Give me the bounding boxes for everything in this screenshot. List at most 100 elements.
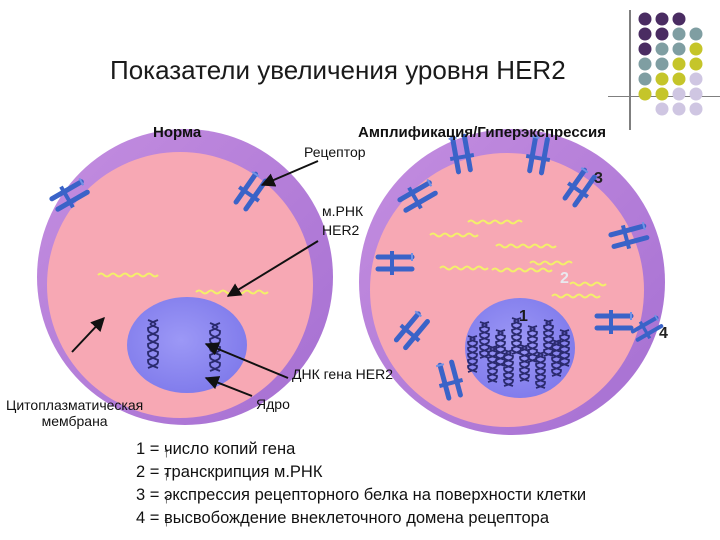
receptor-icon xyxy=(49,177,90,212)
receptor-icon xyxy=(630,314,664,342)
legend-text: высвобождение внеклеточного домена рецеп… xyxy=(163,509,550,527)
decor-dot xyxy=(689,102,703,116)
marker-4: 4 xyxy=(659,325,668,342)
dna-helix xyxy=(487,345,498,383)
decor-dot xyxy=(655,42,669,56)
receptor-icon xyxy=(397,178,438,213)
page-title: Показатели увеличения уровня HER2 xyxy=(110,55,566,85)
mrna-strand xyxy=(97,272,159,278)
decor-dot xyxy=(655,57,669,71)
nucleus-arrow xyxy=(204,376,253,397)
legend-item-4: 4 = высвобождение внеклеточного домена р… xyxy=(136,507,586,533)
decor-dot xyxy=(638,87,652,101)
mrna-strand xyxy=(529,260,573,266)
label-receptor: Рецептор xyxy=(304,144,366,160)
decor-dot xyxy=(655,87,669,101)
label-membrane-line1: Цитоплазматическая xyxy=(6,397,144,413)
decor-dot-grid xyxy=(638,12,703,116)
legend: 1 = число копий гена 2 = транскрипция м.… xyxy=(136,438,587,533)
dna-helices xyxy=(147,317,570,389)
decor-dot xyxy=(689,42,703,56)
label-membrane-line2: мембрана xyxy=(41,413,108,429)
receptor-icon xyxy=(562,167,597,208)
decor-dot xyxy=(672,87,686,101)
label-her2: HER2 xyxy=(322,222,360,238)
decor-dot xyxy=(655,27,669,41)
decor-dot xyxy=(655,72,669,86)
mrna-strand xyxy=(569,281,607,287)
receptor-icon xyxy=(375,251,415,275)
mrna-strand xyxy=(439,265,489,271)
decor-dot xyxy=(672,42,686,56)
receptor-icon xyxy=(525,134,551,176)
decor-vertical-line xyxy=(629,10,631,130)
mrna-strand xyxy=(495,243,557,249)
decor-dot xyxy=(655,102,669,116)
decor-dot xyxy=(689,72,703,86)
legend-item-3: 3 = экспрессия рецепторного белка на пов… xyxy=(136,484,587,510)
amplified-cell-cytoplasm xyxy=(370,153,644,427)
legend-text: число копий гена xyxy=(163,440,296,458)
label-membrane: Цитоплазматическая мембрана xyxy=(6,397,143,429)
legend-num: 1 = xyxy=(136,440,164,458)
receptor-icon xyxy=(435,359,464,401)
dna-helix xyxy=(147,319,159,369)
label-nucleus: Ядро xyxy=(256,396,290,412)
legend-text: экспрессия рецепторного белка на поверхн… xyxy=(163,486,587,504)
marker-3: 3 xyxy=(594,170,603,187)
dna-helix xyxy=(551,339,562,377)
decor-dot xyxy=(638,57,652,71)
legend-item-1: 1 = число копий гена xyxy=(136,438,586,464)
dna-helix xyxy=(511,317,522,355)
decor-dot xyxy=(672,72,686,86)
legend-item-2: 2 = транскрипция м.РНК xyxy=(136,461,586,487)
label-mrna: м.РНК xyxy=(322,203,364,219)
normal-cell xyxy=(37,129,333,425)
label-amplification: Амплификация/Гиперэкспрессия xyxy=(358,124,606,141)
dna-helix xyxy=(467,335,478,373)
mrna-strand xyxy=(551,293,601,299)
decor-dot xyxy=(655,12,669,26)
dna-helix xyxy=(503,349,514,387)
mrna-strands xyxy=(97,219,607,299)
receptor-icon xyxy=(448,133,475,175)
amplified-cell xyxy=(359,129,665,435)
dna-helix xyxy=(559,329,570,367)
receptor-icon xyxy=(594,310,634,334)
membrane-arrow xyxy=(71,316,105,353)
label-normal: Норма xyxy=(153,124,202,141)
decor-dot xyxy=(672,12,686,26)
decor-dot xyxy=(689,27,703,41)
receptor-icon xyxy=(608,221,650,250)
legend-num: 3 = xyxy=(136,486,164,504)
decor-dot xyxy=(689,87,703,101)
mrna-arrow xyxy=(226,240,319,297)
dna-helix xyxy=(543,319,554,357)
legend-text: транскрипция м.РНК xyxy=(163,463,323,481)
decor-dot xyxy=(689,57,703,71)
mrna-strand xyxy=(467,219,523,225)
dna-arrow xyxy=(204,342,289,379)
decor-dot xyxy=(638,12,652,26)
marker-2: 2 xyxy=(560,270,569,287)
decor-dot xyxy=(638,42,652,56)
dna-helix xyxy=(535,351,546,389)
legend-num: 2 = xyxy=(136,463,164,481)
receptor-icon xyxy=(393,310,430,351)
annotation-arrows xyxy=(71,160,319,397)
decor-dot xyxy=(672,57,686,71)
marker-1: 1 xyxy=(519,308,528,325)
mrna-strand xyxy=(491,267,553,273)
normal-cell-cytoplasm xyxy=(47,152,313,418)
decor-dot xyxy=(672,27,686,41)
decor-dot xyxy=(638,72,652,86)
label-dna-gene: ДНК гена HER2 xyxy=(292,366,393,382)
legend-num: 4 = xyxy=(136,509,164,527)
decor-dot xyxy=(638,27,652,41)
receptor-arrow xyxy=(260,160,319,187)
normal-cell-nucleus xyxy=(127,297,247,393)
dna-helix xyxy=(519,344,530,382)
receptors xyxy=(49,133,664,401)
decor-dot xyxy=(672,102,686,116)
